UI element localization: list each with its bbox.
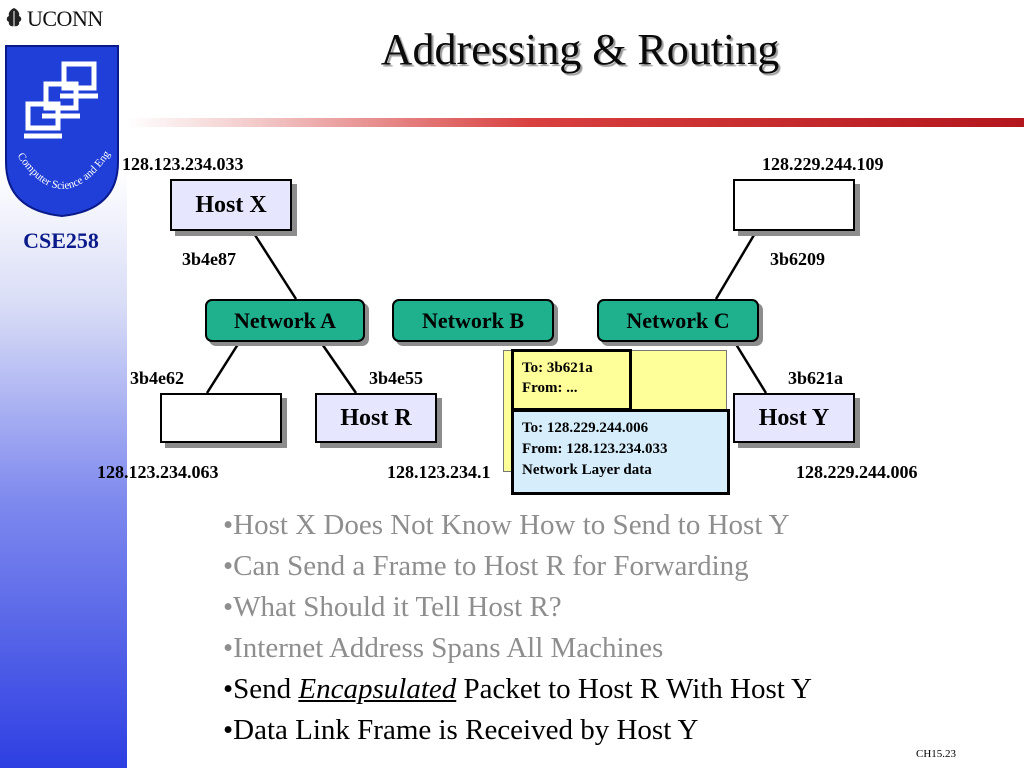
packet-to: To: 128.229.244.006 — [522, 420, 649, 436]
frame-to: To: 3b621a — [522, 360, 593, 376]
packet-from: From: 128.123.234.033 — [522, 441, 668, 457]
packet-data: Network Layer data — [522, 462, 652, 478]
course-code: CSE258 — [23, 228, 99, 253]
left-bottom-host-mac: 3b4e62 — [130, 368, 184, 388]
bullet-item: •Can Send a Frame to Host R for Forwardi… — [223, 550, 749, 582]
title-underline-bar — [127, 118, 1024, 127]
bullet-item: •Host X Does Not Know How to Send to Hos… — [223, 509, 790, 541]
right-top-host-mac: 3b6209 — [770, 249, 826, 269]
left-bottom-host-ip: 128.123.234.063 — [97, 462, 219, 482]
host-r-node: Host R — [315, 393, 437, 443]
bullet-list: •Host X Does Not Know How to Send to Hos… — [223, 505, 812, 751]
network-a-node: Network A — [205, 299, 365, 342]
cse-logo: Computer Science and Engineering — [4, 42, 119, 218]
bullet-item: •Data Link Frame is Received by Host Y — [223, 714, 699, 746]
network-c-label: Network C — [626, 307, 730, 333]
slide-number: CH15.23 — [916, 748, 957, 760]
host-y-node: Host Y — [733, 393, 855, 443]
sidebar: UCONN Computer Science and Engineering C… — [0, 0, 127, 768]
encapsulated-packet: To: 128.229.244.006 From: 128.123.234.03… — [511, 409, 730, 495]
host-x-ip: 128.123.234.033 — [122, 154, 244, 174]
uconn-wordmark: UCONN — [4, 6, 103, 32]
host-y-mac: 3b621a — [788, 368, 844, 388]
link-neta-lefthost — [205, 340, 242, 394]
host-r-label: Host R — [340, 404, 412, 431]
link-hostx-neta — [253, 234, 298, 300]
bullet-item: •Internet Address Spans All Machines — [223, 632, 664, 664]
host-x-label: Host X — [195, 191, 267, 218]
network-b-label: Network B — [421, 307, 525, 333]
network-a-label: Network A — [233, 307, 337, 333]
bullet-text: •Send — [223, 673, 299, 705]
oak-leaf-icon — [6, 8, 22, 29]
link-netc-righthost — [714, 234, 756, 300]
host-y-ip: 128.229.244.006 — [796, 462, 918, 482]
right-top-host-node — [733, 179, 855, 231]
bullet-item: •Send Encapsulated Packet to Host R With… — [223, 669, 812, 710]
bullet-text: Packet to Host R With Host Y — [456, 673, 812, 705]
network-b-node: Network B — [392, 299, 554, 342]
slide-title: Addressing & Routing — [380, 25, 780, 74]
frame-from: From: ... — [522, 380, 578, 396]
university-name: UCONN — [27, 6, 103, 31]
network-c-node: Network C — [597, 299, 759, 342]
link-netc-hosty — [732, 340, 768, 394]
host-x-mac: 3b4e87 — [182, 249, 236, 269]
right-top-host-ip: 128.229.244.109 — [762, 154, 884, 174]
host-r-ip: 128.123.234.1 — [387, 462, 491, 482]
left-bottom-host-node — [160, 393, 282, 443]
link-neta-hostr — [318, 340, 358, 394]
host-x-node: Host X — [170, 179, 292, 231]
bullet-item: •What Should it Tell Host R? — [223, 591, 562, 623]
host-r-mac: 3b4e55 — [369, 368, 423, 388]
emphasis-text: Encapsulated — [298, 673, 457, 705]
host-y-label: Host Y — [758, 404, 830, 431]
frame-header: To: 3b621a From: ... — [511, 349, 632, 411]
